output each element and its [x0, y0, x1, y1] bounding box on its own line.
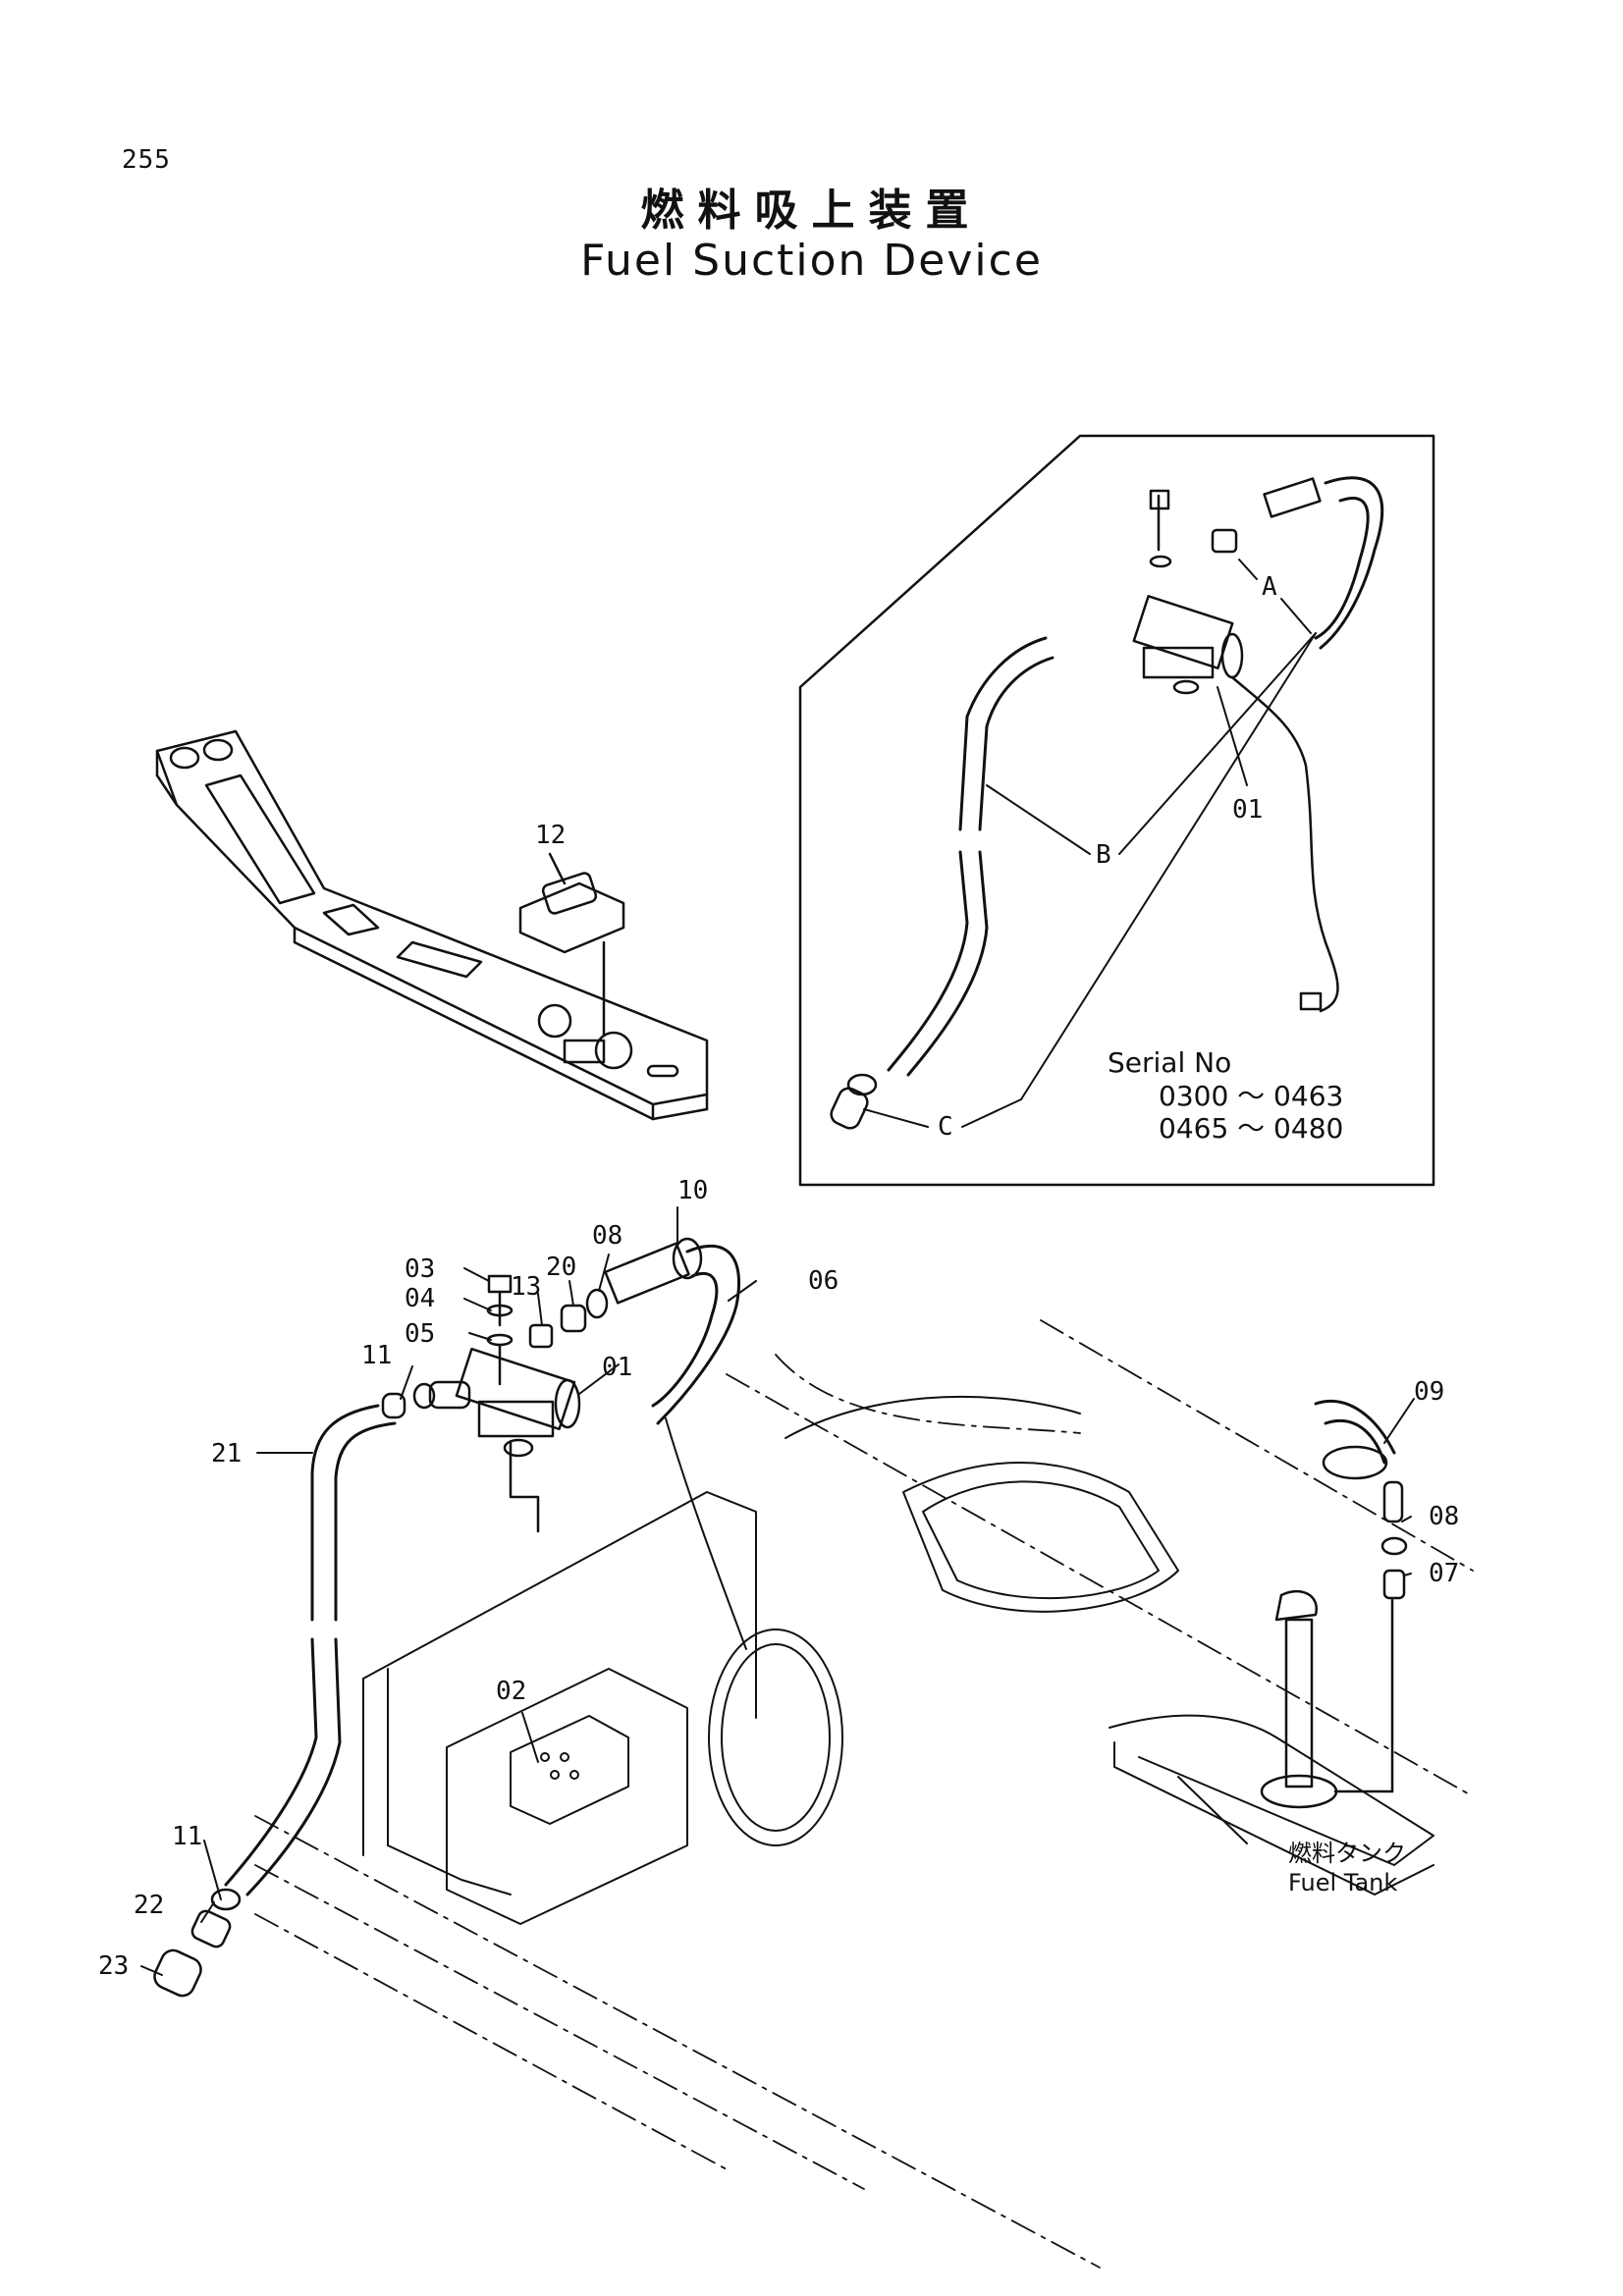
hose-06	[651, 1244, 747, 1650]
callout-01: 01	[602, 1353, 633, 1382]
page-title-english: Fuel Suction Device	[580, 236, 1043, 286]
callout-11-lower: 11	[172, 1822, 203, 1851]
callout-08-upper: 08	[592, 1221, 623, 1251]
fittings-chain	[528, 1237, 703, 1349]
inset-leaders	[863, 559, 1317, 1128]
inset-letter-a: A	[1262, 572, 1277, 602]
callout-08-lower: 08	[1429, 1502, 1460, 1531]
relay-block-12	[518, 852, 625, 1038]
machine-frame	[362, 1395, 1434, 1925]
callout-13: 13	[511, 1272, 542, 1302]
fuel-tank-label: 燃料タンク Fuel Tank	[1288, 1839, 1406, 1897]
callout-20: 20	[546, 1253, 577, 1282]
callout-07: 07	[1429, 1559, 1460, 1588]
callout-12: 12	[535, 821, 567, 850]
inset-letter-b: B	[1096, 840, 1111, 870]
callout-10: 10	[677, 1176, 709, 1205]
inset-frame	[798, 434, 1435, 1187]
main-fuel-pump	[412, 1347, 581, 1533]
callout-21: 21	[211, 1439, 243, 1468]
main-leaders	[140, 1206, 1415, 1976]
fuel-tank-label-ja: 燃料タンク	[1288, 1840, 1406, 1867]
inset-hose-a	[1263, 476, 1384, 650]
fuel-tank-strainer	[1260, 1399, 1408, 1809]
serial-range-2: 0465 ～ 0480	[1159, 1112, 1344, 1146]
callout-05: 05	[405, 1319, 436, 1349]
callout-23: 23	[98, 1951, 130, 1981]
callout-02: 02	[496, 1677, 527, 1706]
serial-label: Serial No	[1108, 1046, 1232, 1079]
callout-22: 22	[134, 1891, 165, 1920]
bolt-washer-stack	[486, 1274, 514, 1386]
callout-09: 09	[1414, 1377, 1445, 1407]
fuel-tank-label-en: Fuel Tank	[1288, 1869, 1398, 1896]
callout-03: 03	[405, 1255, 436, 1284]
inset-hose-b	[887, 636, 1055, 1077]
inset-fuel-pump	[1132, 489, 1339, 1013]
callout-04: 04	[405, 1284, 436, 1313]
operator-console	[155, 729, 709, 1121]
hose-21	[153, 1392, 406, 1998]
page-title-japanese: 燃料吸上装置	[640, 186, 983, 236]
serial-range-1: 0300 ～ 0463	[1159, 1079, 1344, 1112]
page-number: 255	[122, 145, 171, 175]
inset-strainer	[830, 1073, 878, 1130]
callout-06: 06	[808, 1266, 839, 1296]
serial-number-note: Serial No 0300 ～ 0463 0465 ～ 0480	[1108, 1046, 1343, 1146]
callout-11-upper: 11	[361, 1341, 393, 1370]
inset-callout-01: 01	[1232, 795, 1264, 825]
reference-lines	[254, 1319, 1474, 2269]
inset-letter-c: C	[938, 1112, 953, 1142]
